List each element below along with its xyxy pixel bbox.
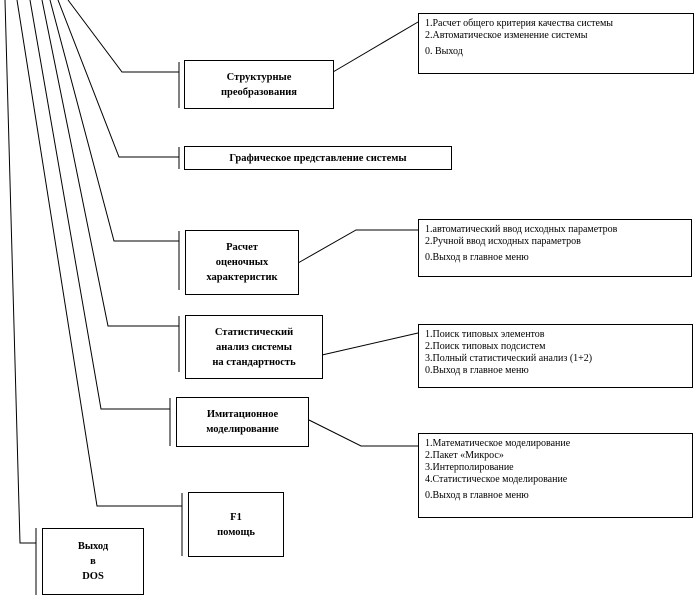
menu-item-sim-line-1: Имитационное	[206, 409, 279, 420]
menu-item-exit-line-2: в	[90, 556, 96, 567]
menu-item-help[interactable]: F1 помощь	[188, 492, 284, 557]
submenu-calc-item[interactable]: 0.Выход в главное меню	[425, 252, 529, 263]
menu-item-sim-line-2: моделирование	[206, 424, 279, 435]
menu-item-stat[interactable]: Статистический анализ системы на стандар…	[185, 315, 323, 379]
submenu-sim-item[interactable]: 1.Математическое моделирование	[425, 438, 571, 449]
menu-item-stat-line-3: на стандартность	[212, 356, 296, 368]
submenu-calc: 1.автоматический ввод исходных параметро…	[418, 219, 692, 277]
submenu-sim-item[interactable]: 3.Интерполирование	[425, 462, 514, 473]
menu-item-calc[interactable]: Расчет оценочных характеристик	[185, 230, 299, 295]
menu-item-stat-line-2: анализ системы	[216, 341, 292, 353]
submenu-sim-item[interactable]: 4.Статистическое моделирование	[425, 474, 568, 485]
submenu-sim: 1.Математическое моделирование 2.Пакет «…	[418, 433, 693, 518]
submenu-calc-item[interactable]: 2.Ручной ввод исходных параметров	[425, 236, 581, 247]
submenu-structural: 1.Расчет общего критерия качества систем…	[418, 13, 694, 74]
connector-submenu-stat	[321, 332, 419, 356]
submenu-stat-item[interactable]: 2.Поиск типовых подсистем	[425, 341, 546, 352]
submenu-stat-item[interactable]: 1.Поиск типовых элементов	[425, 329, 545, 340]
menu-item-exit-line-3: DOS	[82, 571, 104, 582]
menu-item-calc-line-2: оценочных	[215, 257, 269, 268]
connector-submenu-sim	[308, 419, 418, 447]
submenu-stat-item[interactable]: 3.Полный статистический анализ (1+2)	[425, 353, 593, 364]
menu-item-structural[interactable]: Структурные преобразования	[184, 60, 334, 109]
connector-stat	[41, 0, 179, 327]
submenu-structural-item[interactable]: 1.Расчет общего критерия качества систем…	[425, 18, 614, 29]
submenu-stat-item[interactable]: 0.Выход в главное меню	[425, 365, 529, 376]
menu-item-calc-line-3: характеристик	[206, 272, 278, 283]
menu-item-graphic[interactable]: Графическое представление системы	[184, 146, 452, 170]
submenu-sim-item[interactable]: 2.Пакет «Микрос»	[425, 450, 504, 461]
connector-structural	[67, 0, 179, 73]
submenu-structural-item[interactable]: 0. Выход	[425, 46, 463, 57]
submenu-stat: 1.Поиск типовых элементов 2.Поиск типовы…	[418, 324, 693, 388]
menu-item-calc-line-1: Расчет	[226, 242, 258, 253]
menu-item-stat-line-1: Статистический	[214, 326, 294, 338]
menu-item-graphic-line-1: Графическое представление системы	[229, 152, 407, 164]
connector-submenu-structural	[332, 21, 419, 73]
menu-item-exit[interactable]: Выход в DOS	[42, 528, 144, 595]
submenu-sim-item[interactable]: 0.Выход в главное меню	[425, 490, 529, 501]
menu-item-help-line-1: F1	[230, 511, 242, 523]
menu-item-exit-line-1: Выход	[77, 541, 109, 552]
menu-item-help-line-2: помощь	[217, 526, 255, 538]
connector-sim	[29, 0, 170, 410]
connector-calc	[49, 0, 179, 242]
menu-item-sim[interactable]: Имитационное моделирование	[176, 397, 309, 447]
menu-item-structural-line-1: Структурные	[226, 71, 292, 83]
connector-submenu-calc	[297, 229, 418, 264]
connector-help	[16, 0, 182, 507]
submenu-calc-item[interactable]: 1.автоматический ввод исходных параметро…	[425, 224, 618, 235]
connector-graphic	[57, 0, 179, 158]
connector-exit	[4, 0, 36, 544]
menu-item-structural-line-2: преобразования	[221, 86, 297, 98]
submenu-structural-item[interactable]: 2.Автоматическое изменение системы	[425, 30, 588, 41]
